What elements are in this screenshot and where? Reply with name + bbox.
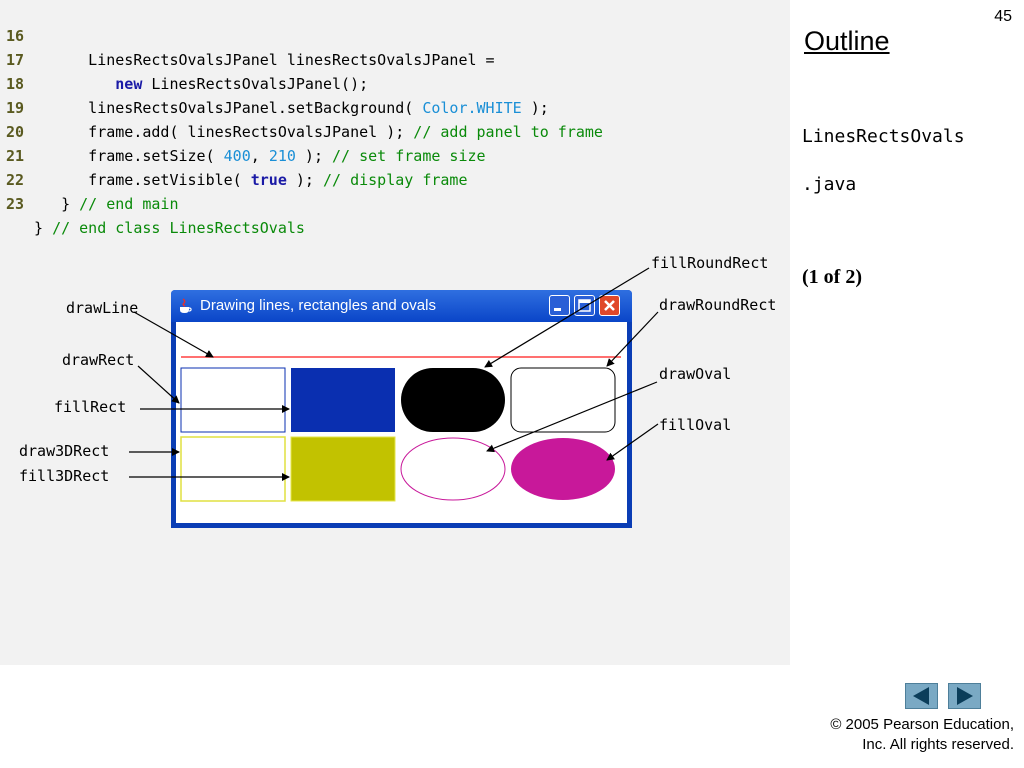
line-number: 18 (6, 75, 25, 93)
outline-title: Outline (804, 26, 890, 56)
next-slide-button[interactable] (948, 683, 981, 709)
comment: // end main (79, 195, 179, 213)
code-segment: LinesRectsOvalsJPanel(); (142, 75, 369, 93)
previous-arrow-icon (913, 687, 929, 705)
comment: // display frame (323, 171, 468, 189)
line-number: 17 (6, 51, 25, 69)
label-fillrect: fillRect (54, 398, 127, 416)
code-line-22: 22 } // end main (0, 144, 179, 213)
code-segment: ); (286, 171, 323, 189)
previous-slide-button[interactable] (905, 683, 938, 709)
file-name-line1: LinesRectsOvals (802, 126, 965, 147)
line-number: 22 (6, 171, 25, 189)
drawn-rect (180, 367, 286, 433)
window-title: Drawing lines, rectangles and ovals (200, 297, 436, 314)
code-segment (34, 75, 115, 93)
number: 400 (223, 147, 251, 165)
filled-oval (511, 438, 615, 500)
line-number: 23 (6, 195, 25, 213)
close-icon (604, 300, 615, 311)
filled-3d-rect (290, 436, 396, 502)
code-segment: linesRectsOvalsJPanel.setBackground( (34, 99, 423, 117)
copyright-line2: Inc. All rights reserved. (862, 736, 1014, 753)
line-number: 16 (6, 27, 25, 45)
label-drawline: drawLine (66, 299, 139, 317)
label-drawroundrect: drawRoundRect (659, 296, 777, 314)
code-line-18: 18 linesRectsOvalsJPanel.setBackground( … (0, 48, 549, 117)
line-number: 20 (6, 123, 25, 141)
drawing-panel (176, 322, 627, 523)
code-text: frame.add( linesRectsOvalsJPanel ); // a… (34, 120, 603, 144)
close-button[interactable] (599, 295, 620, 316)
code-segment: frame.add( linesRectsOvalsJPanel ); (34, 123, 414, 141)
filled-round-rect (401, 368, 505, 432)
copyright-line1: © 2005 Pearson Education, (830, 716, 1014, 733)
code-segment: ); (521, 99, 549, 117)
number: 210 (268, 147, 296, 165)
next-arrow-icon (957, 687, 973, 705)
label-drawoval: drawOval (659, 365, 732, 383)
filled-rect (291, 368, 395, 432)
line-number: 21 (6, 147, 25, 165)
minimize-button[interactable] (549, 295, 570, 316)
code-segment: } (34, 195, 80, 213)
code-line-17: 17 new LinesRectsOvalsJPanel(); (0, 24, 368, 93)
label-fill3drect: fill3DRect (19, 467, 110, 485)
app-window: Drawing lines, rectangles and ovals (171, 290, 632, 528)
code-text: LinesRectsOvalsJPanel linesRectsOvalsJPa… (34, 48, 495, 72)
comment: // set frame size (332, 147, 486, 165)
label-drawrect: drawRect (62, 351, 135, 369)
page-info: (1 of 2) (802, 266, 862, 288)
window-titlebar[interactable]: Drawing lines, rectangles and ovals (171, 290, 632, 322)
copyright: © 2005 Pearson Education, Inc. All right… (830, 715, 1014, 755)
drawing-canvas (180, 356, 621, 502)
label-draw3drect: draw3DRect (19, 442, 110, 460)
keyword: new (115, 75, 143, 93)
code-line-16: 16 LinesRectsOvalsJPanel linesRectsOvals… (0, 0, 495, 69)
code-line-20: 20 frame.setSize( 400, 210 ); // set fra… (0, 96, 486, 165)
code-segment: , (250, 147, 269, 165)
maximize-icon (578, 299, 591, 312)
code-text: } // end main (34, 192, 179, 216)
code-text: frame.setVisible( true ); // display fra… (34, 168, 468, 192)
label-fillroundrect: fillRoundRect (651, 254, 769, 272)
java-cup-icon (180, 298, 192, 313)
drawn-round-rect (510, 367, 616, 433)
code-text: linesRectsOvalsJPanel.setBackground( Col… (34, 96, 549, 120)
drawn-oval (400, 437, 506, 501)
slide-number: 45 (994, 8, 1012, 25)
code-segment: frame.setVisible( (34, 171, 251, 189)
drawn-3d-rect (180, 436, 286, 502)
comment: // add panel to frame (413, 123, 603, 141)
code-segment: } (34, 219, 53, 237)
line-number: 19 (6, 99, 25, 117)
code-segment: ); (295, 147, 333, 165)
code-line-23: 23 } // end class LinesRectsOvals (0, 168, 305, 237)
label-filloval: fillOval (659, 416, 732, 434)
code-line-19: 19 frame.add( linesRectsOvalsJPanel ); /… (0, 72, 603, 141)
code-text: frame.setSize( 400, 210 ); // set frame … (34, 144, 486, 168)
code-line-21: 21 frame.setVisible( true ); // display … (0, 120, 468, 189)
code-segment: LinesRectsOvalsJPanel linesRectsOvalsJPa… (34, 51, 495, 69)
code-segment: frame.setSize( (34, 147, 224, 165)
keyword: true (250, 171, 287, 189)
maximize-button[interactable] (574, 295, 595, 316)
comment: // end class LinesRectsOvals (52, 219, 305, 237)
constant: Color.WHITE (422, 99, 522, 117)
code-text: } // end class LinesRectsOvals (34, 216, 305, 240)
code-text: new LinesRectsOvalsJPanel(); (34, 72, 368, 96)
minimize-icon (554, 308, 561, 311)
file-name-line2: .java (802, 174, 857, 195)
